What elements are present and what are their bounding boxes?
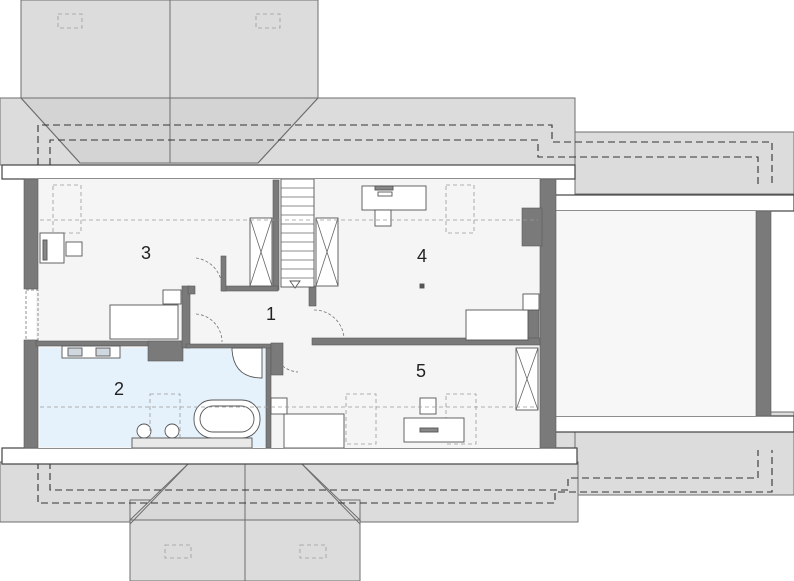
exterior-walls <box>23 178 557 449</box>
eave-bottom <box>1 447 578 465</box>
wardrobes <box>249 217 539 411</box>
room-4-furniture <box>361 184 540 341</box>
eave-right-bottom <box>553 415 794 433</box>
roof-bottom <box>0 461 579 581</box>
room-label-3: 3 <box>141 243 151 263</box>
eave-top <box>1 164 576 180</box>
eave-right-top <box>553 194 794 212</box>
interior-walls <box>35 179 541 449</box>
room-label-1: 1 <box>266 304 276 324</box>
roof-top-band <box>0 97 576 166</box>
overhang-outline <box>37 124 773 504</box>
room-3-furniture <box>25 184 182 341</box>
terrace-area <box>556 211 756 416</box>
room-label-5: 5 <box>416 361 426 381</box>
door-swings <box>195 257 345 373</box>
terrace-wall <box>755 210 772 417</box>
staircase <box>280 178 315 289</box>
room-label-4: 4 <box>417 246 427 266</box>
bathroom-fixtures <box>61 345 263 449</box>
room-5-furniture <box>270 393 477 449</box>
room-label-2: 2 <box>114 379 124 399</box>
